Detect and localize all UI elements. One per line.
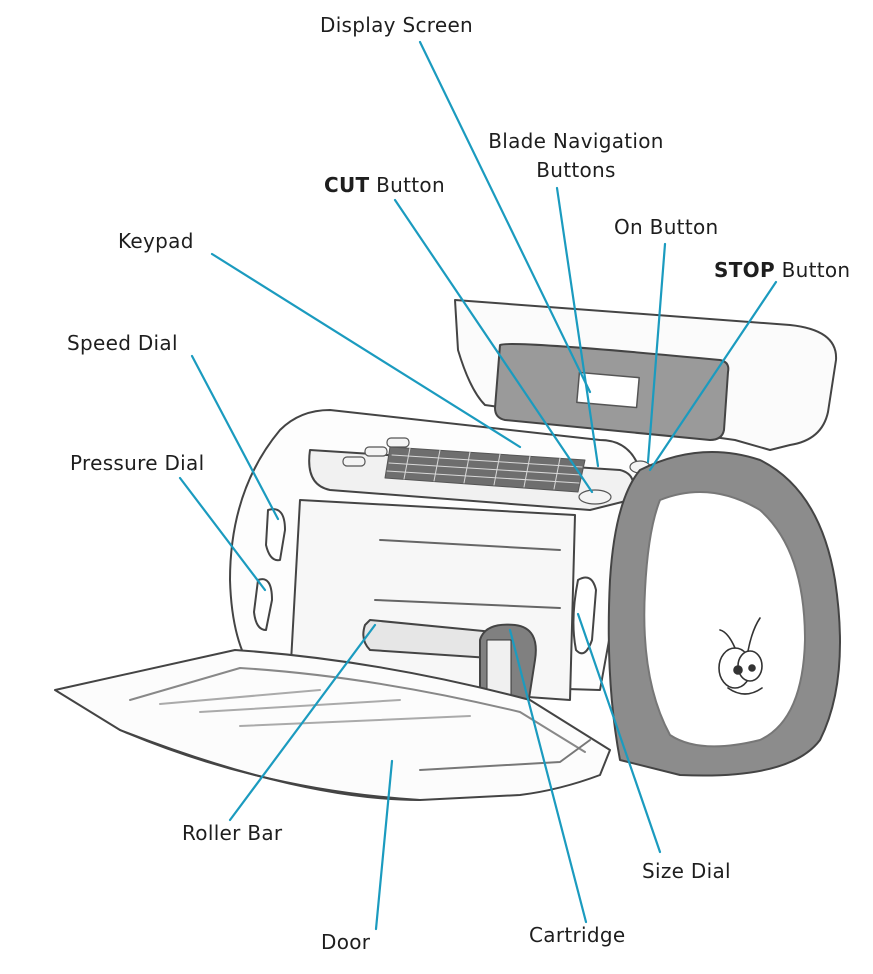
label-stop-rest: Button [774,258,851,282]
label-blade-navigation: Blade Navigation Buttons [471,129,681,182]
label-display-screen: Display Screen [320,13,474,37]
label-size-dial: Size Dial [642,859,731,883]
speed-dial [265,508,286,562]
leader-speed-dial [190,354,280,521]
size-dial [572,576,597,655]
label-blade-navigation-line1: Blade Navigation [488,129,664,153]
label-stop-bold: STOP [714,258,775,282]
leader-blade-navigation [555,186,600,468]
leader-stop-button [648,280,778,472]
leader-pressure-dial [178,476,267,592]
label-on-button: On Button [614,215,719,239]
label-speed-dial: Speed Dial [67,331,178,355]
label-pressure-dial: Pressure Dial [70,451,205,475]
leader-size-dial [576,612,662,854]
label-door: Door [321,930,371,954]
leader-keypad [210,252,522,449]
leader-cut-button [393,198,594,494]
pressure-dial [253,578,273,631]
label-cartridge: Cartridge [529,923,626,947]
label-cut-button: CUT Button [324,173,445,197]
label-roller-bar: Roller Bar [182,821,283,845]
label-stop-button: STOP Button [714,258,850,282]
leader-cartridge [508,628,588,924]
label-cut-bold: CUT [324,173,370,197]
label-keypad: Keypad [118,229,194,253]
label-blade-navigation-line2: Buttons [536,158,616,182]
leader-on-button [646,242,667,464]
leader-door [374,759,394,931]
label-cut-rest: Button [369,173,445,197]
leader-display-screen [418,40,592,394]
display-screen [576,371,640,409]
leader-roller-bar [228,623,377,822]
